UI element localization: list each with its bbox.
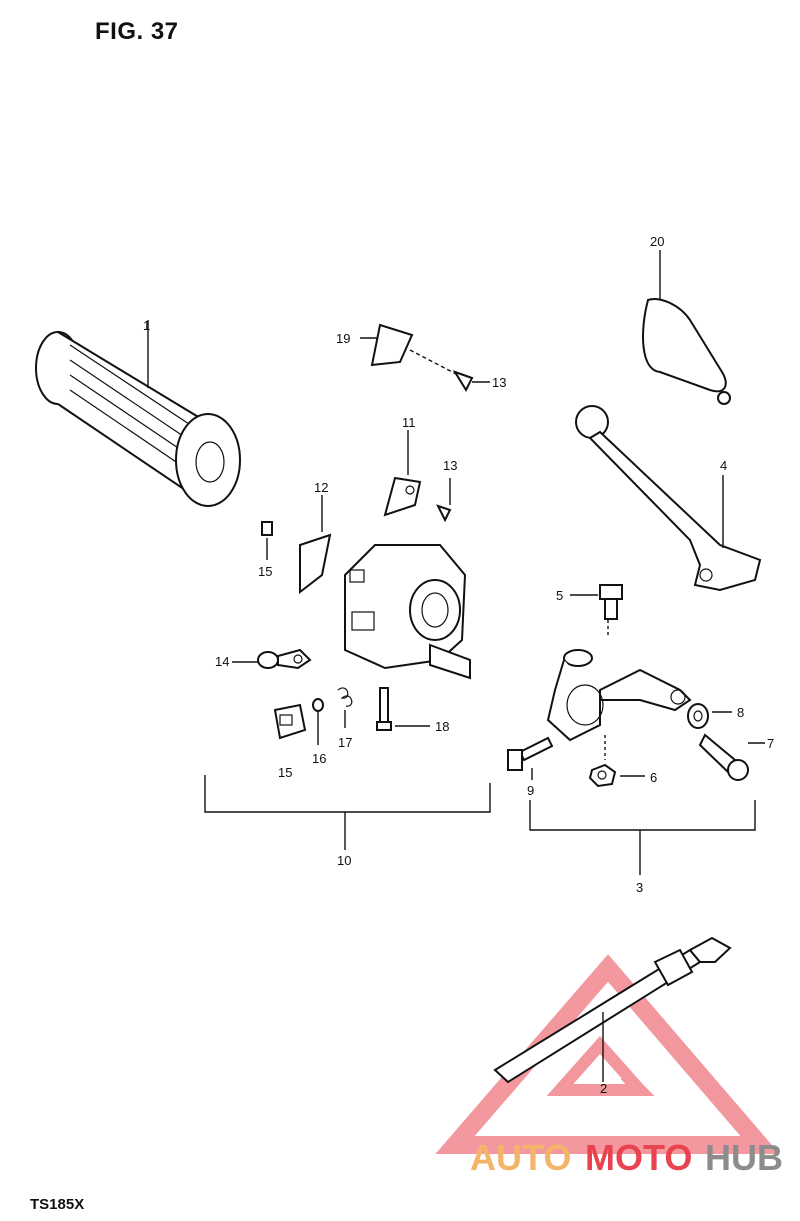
label-14: 14 [215, 654, 229, 669]
label-4: 4 [720, 458, 727, 473]
label-20: 20 [650, 234, 664, 249]
clamp-19-part [360, 323, 490, 393]
bolt-7-part [698, 733, 765, 781]
label-17: 17 [338, 735, 352, 750]
watermark-hub: HUB [705, 1137, 783, 1178]
model-code: TS185X [30, 1196, 85, 1213]
label-8: 8 [737, 705, 744, 720]
label-2: 2 [600, 1081, 607, 1096]
bracket-3 [529, 800, 756, 875]
watermark-text: AUTO MOTO HUB [470, 1137, 783, 1178]
label-7: 7 [767, 736, 774, 751]
grip-part [35, 320, 241, 507]
label-9: 9 [527, 783, 534, 798]
watermark-logo [435, 954, 780, 1154]
label-5: 5 [556, 588, 563, 603]
screw-16-part [312, 698, 324, 745]
watermark-moto: MOTO [585, 1137, 692, 1178]
spring-17-part [337, 687, 353, 728]
label-18: 18 [435, 719, 449, 734]
washer-8-part [687, 703, 732, 729]
label-11: 11 [402, 415, 416, 430]
label-15-upper: 15 [258, 564, 272, 579]
cable-tie-2-part [493, 936, 732, 1084]
watermark-auto: AUTO [470, 1137, 571, 1178]
bolt-9-part [507, 736, 554, 780]
nut-6-part [588, 735, 645, 788]
switch-cover-12-part [261, 495, 332, 595]
lever-cover-part [642, 250, 731, 405]
label-12: 12 [314, 480, 328, 495]
label-13-top: 13 [492, 375, 506, 390]
label-13-mid: 13 [443, 458, 457, 473]
clutch-lever-part [575, 405, 762, 592]
switch-15-part [273, 703, 307, 740]
clamp-11-part [383, 430, 452, 523]
label-1: 1 [143, 318, 150, 333]
figure-title: FIG. 37 [95, 18, 179, 45]
bracket-10 [204, 775, 491, 850]
lever-holder-3-part [546, 649, 692, 742]
label-15-lower: 15 [278, 765, 292, 780]
label-16: 16 [312, 751, 326, 766]
screw-18-part [376, 687, 430, 731]
label-6: 6 [650, 770, 657, 785]
label-3: 3 [636, 880, 643, 895]
label-10: 10 [337, 853, 351, 868]
switch-housing-part [344, 544, 471, 680]
label-19: 19 [336, 331, 350, 346]
switch-14-part [232, 648, 312, 670]
bolt-5-part [570, 584, 623, 635]
